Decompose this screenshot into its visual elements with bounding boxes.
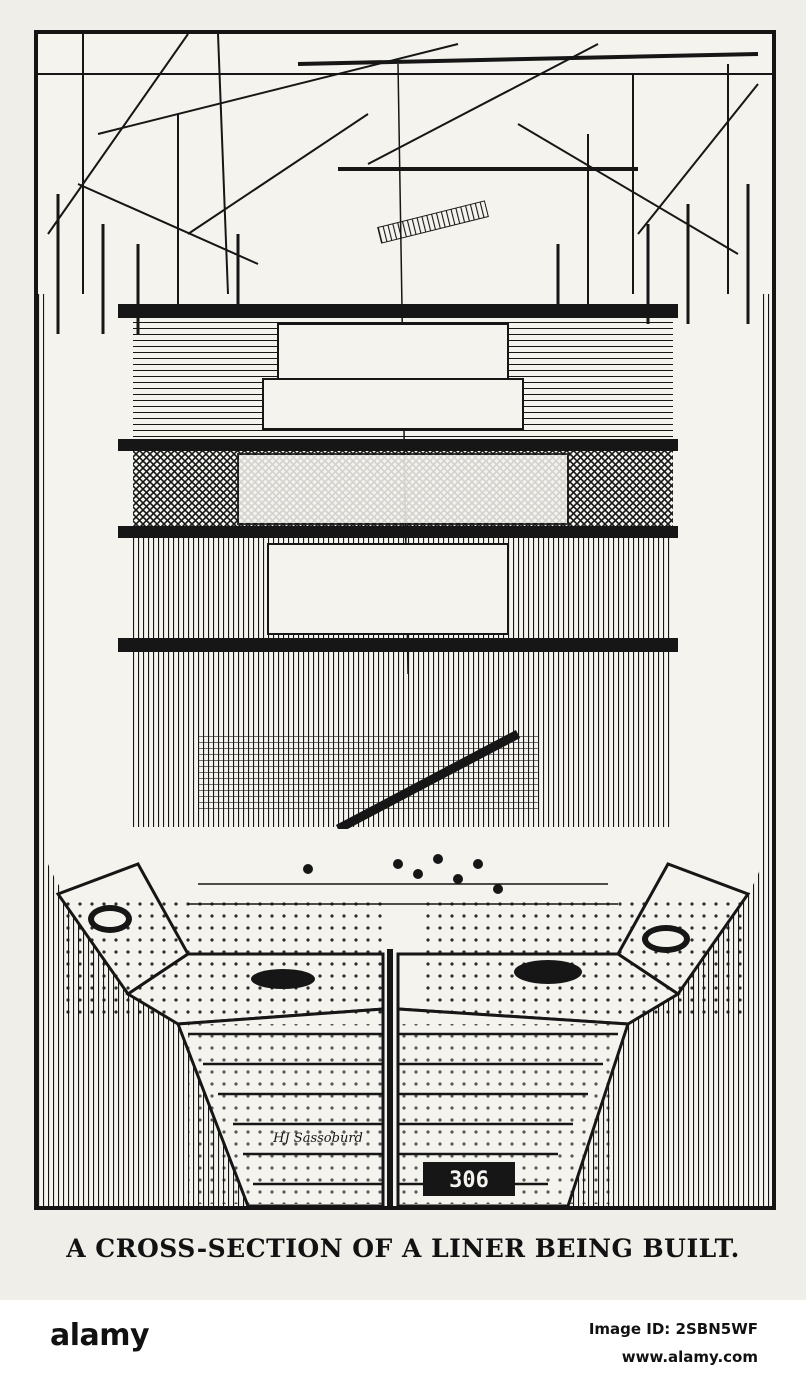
artist-signature: HJ Sassoburd [272,1131,363,1146]
alamy-logo: alamy [50,1318,150,1353]
hull-number: 306 [449,1168,489,1193]
image-id-label: Image ID: 2SBN5WF [588,1320,758,1338]
engraving-drawing: 306 HJ Sassoburd [38,34,772,1206]
hull-number-plate [423,1162,515,1196]
illustration-caption: A CROSS-SECTION OF A LINER BEING BUILT. [66,1234,740,1263]
suspended-girder [377,200,489,244]
stock-watermark-footer: alamy Image ID: 2SBN5WF www.alamy.com [0,1300,806,1390]
decks [118,304,678,827]
scanned-page: 306 HJ Sassoburd A CROSS-SECTION OF A LI… [34,30,776,1263]
ship-cross-section-illustration: 306 HJ Sassoburd [34,30,776,1210]
workers [303,854,503,894]
timber-beam [335,730,521,833]
site-url-label: www.alamy.com [621,1348,758,1366]
